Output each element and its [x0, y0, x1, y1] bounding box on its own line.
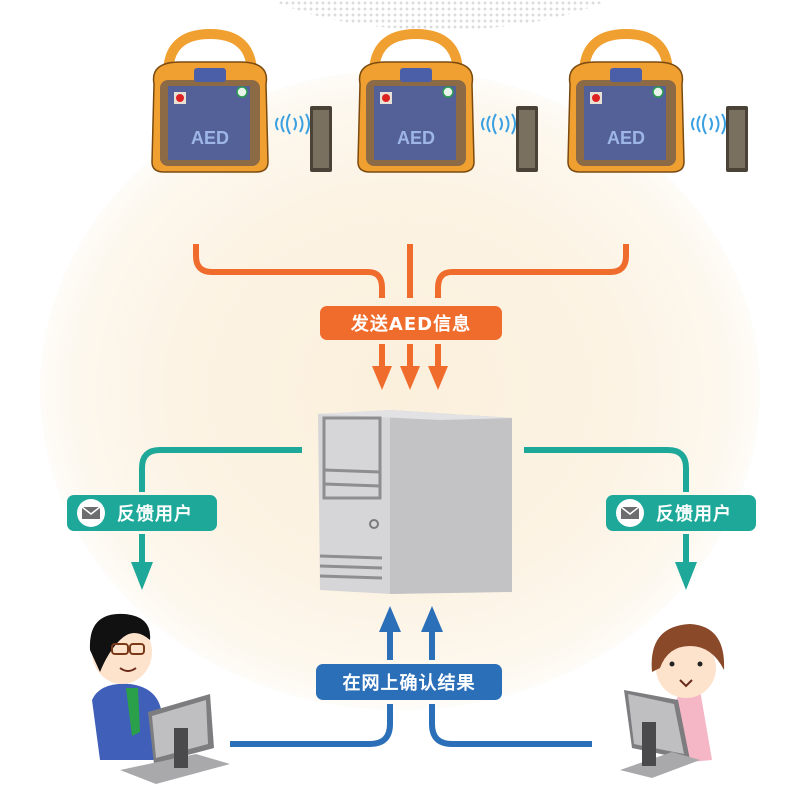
orange-line-right [435, 244, 629, 298]
male-user-icon [89, 613, 230, 784]
mail-icon [77, 499, 105, 527]
teal-arrows [131, 562, 697, 590]
teal-line-right [524, 447, 689, 492]
feedback-text: 反馈用户 [656, 504, 732, 525]
arrow-down-left [131, 562, 153, 590]
arrow-down-3 [428, 366, 448, 390]
aed-device-icon: AED [151, 28, 332, 173]
blue-connectors [230, 628, 592, 747]
feedback-user-label-right: 反馈用户 [606, 495, 756, 531]
aed-screen-text: AED [191, 128, 229, 148]
orange-arrows [372, 344, 448, 390]
server-icon [318, 410, 512, 594]
feedback-text: 反馈用户 [117, 504, 193, 525]
arrow-up-2 [421, 606, 443, 632]
arrow-down-1 [372, 366, 392, 390]
aed-screen-text: AED [397, 128, 435, 148]
female-user-icon [620, 624, 725, 778]
mail-icon [616, 499, 644, 527]
arrow-down-right [675, 562, 697, 590]
feedback-user-label-left: 反馈用户 [67, 495, 217, 531]
orange-line-left [193, 244, 385, 298]
blue-line-left [230, 704, 393, 747]
send-aed-info-label: 发送AED信息 [320, 306, 502, 340]
aed-screen-text: AED [607, 128, 645, 148]
teal-connectors [139, 447, 689, 566]
blue-arrows [379, 606, 443, 632]
orange-connectors [193, 244, 629, 298]
teal-line-left [139, 447, 302, 492]
arrow-down-2 [400, 366, 420, 390]
aed-device-icon: AED [567, 28, 748, 173]
background-glow [40, 70, 760, 710]
aed-device-icon: AED [357, 28, 538, 173]
blue-line-right [429, 704, 592, 747]
arrow-up-1 [379, 606, 401, 632]
confirm-online-label: 在网上确认结果 [316, 664, 502, 700]
